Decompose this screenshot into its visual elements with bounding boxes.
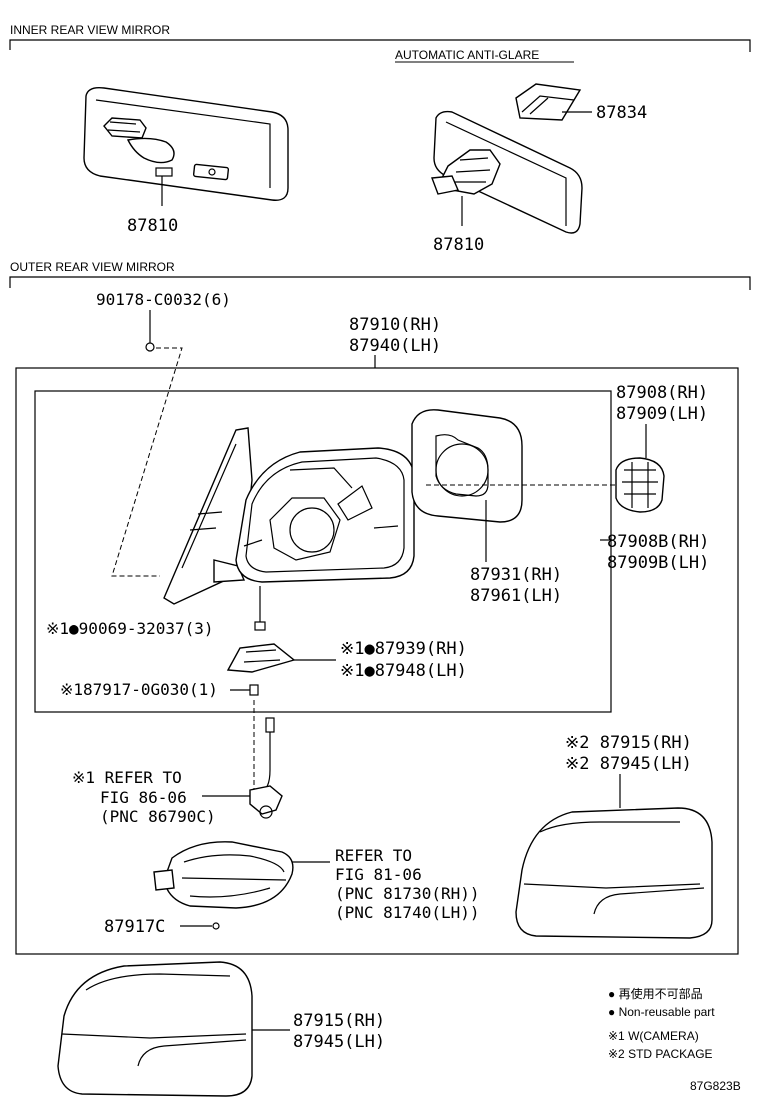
legend-non-reusable-jp: ● 再使用不可部品 — [608, 986, 703, 1001]
lamp-pnc-rh: (PNC 81730(RH)) — [335, 884, 480, 903]
part-90178-C0032: 90178-C0032(6) — [96, 290, 231, 309]
part-87915-rh-std: ※2 87915(RH) — [565, 733, 692, 753]
part-87908-rh: 87908(RH) — [616, 383, 708, 403]
bracket-part — [226, 643, 336, 673]
part-87961-lh: 87961(LH) — [470, 586, 562, 606]
inner-assembly-box — [34, 390, 612, 713]
inner-mirror-standard — [83, 86, 289, 206]
camera-refer-to: ※1 REFER TO — [72, 768, 182, 787]
part-87910-rh: 87910(RH) — [349, 315, 441, 335]
part-87945-lh-std: ※2 87945(LH) — [565, 754, 692, 774]
part-87909-lh: 87909(LH) — [616, 404, 708, 424]
inner-section-title: INNER REAR VIEW MIRROR — [10, 23, 170, 37]
inner-mirror-anti-glare — [431, 83, 592, 234]
mirror-housing — [235, 447, 415, 583]
mirror-glass — [411, 409, 523, 523]
screw-icon — [254, 586, 266, 631]
part-87810-standard: 87810 — [127, 216, 178, 236]
lamp-pnc-lh: (PNC 81740(LH)) — [335, 903, 480, 922]
figure-id: 87G823B — [690, 1079, 741, 1093]
part-87931-rh: 87931(RH) — [470, 565, 562, 585]
lamp-refer-to: REFER TO — [335, 846, 412, 865]
legend-non-reusable-en: ● Non-reusable part — [608, 1005, 715, 1019]
part-87917-0G030: ※187917-0G030(1) — [60, 680, 218, 699]
part-87810-anti-glare: 87810 — [433, 235, 484, 255]
bolt-icon — [145, 310, 155, 352]
anti-glare-label: AUTOMATIC ANTI-GLARE — [395, 48, 539, 62]
part-90069-32037: ※1●90069-32037(3) — [46, 619, 214, 638]
outer-section-bracket — [9, 276, 751, 290]
camera-pnc: (PNC 86790C) — [100, 807, 216, 826]
mirror-base-plate — [163, 427, 253, 605]
small-screw-icon — [180, 922, 220, 930]
part-87915-rh: 87915(RH) — [293, 1011, 385, 1031]
part-87940-lh: 87940(LH) — [349, 336, 441, 356]
mirror-motor — [615, 457, 665, 513]
part-87908B-rh: 87908B(RH) — [607, 532, 709, 552]
turn-lamp-part — [153, 841, 330, 909]
part-87948-lh: ※1●87948(LH) — [340, 661, 467, 681]
camera-fig: FIG 86-06 — [100, 788, 187, 807]
inner-section-bracket — [9, 39, 751, 52]
legend-std-package: ※2 STD PACKAGE — [608, 1047, 713, 1061]
camera-part — [202, 700, 283, 819]
part-87909B-lh: 87909B(LH) — [607, 553, 709, 573]
outer-assembly-box — [15, 367, 739, 955]
part-87917C: 87917C — [104, 917, 165, 937]
part-87945-lh: 87945(LH) — [293, 1032, 385, 1052]
outer-section-title: OUTER REAR VIEW MIRROR — [10, 260, 175, 274]
legend-camera: ※1 W(CAMERA) — [608, 1029, 699, 1043]
clip-icon — [230, 684, 259, 696]
part-87939-rh: ※1●87939(RH) — [340, 639, 467, 659]
part-87834: 87834 — [596, 103, 647, 123]
bolt-dash-line — [111, 347, 183, 577]
mirror-cover-std — [515, 807, 713, 939]
mirror-cover — [57, 961, 290, 1097]
lamp-fig: FIG 81-06 — [335, 865, 422, 884]
